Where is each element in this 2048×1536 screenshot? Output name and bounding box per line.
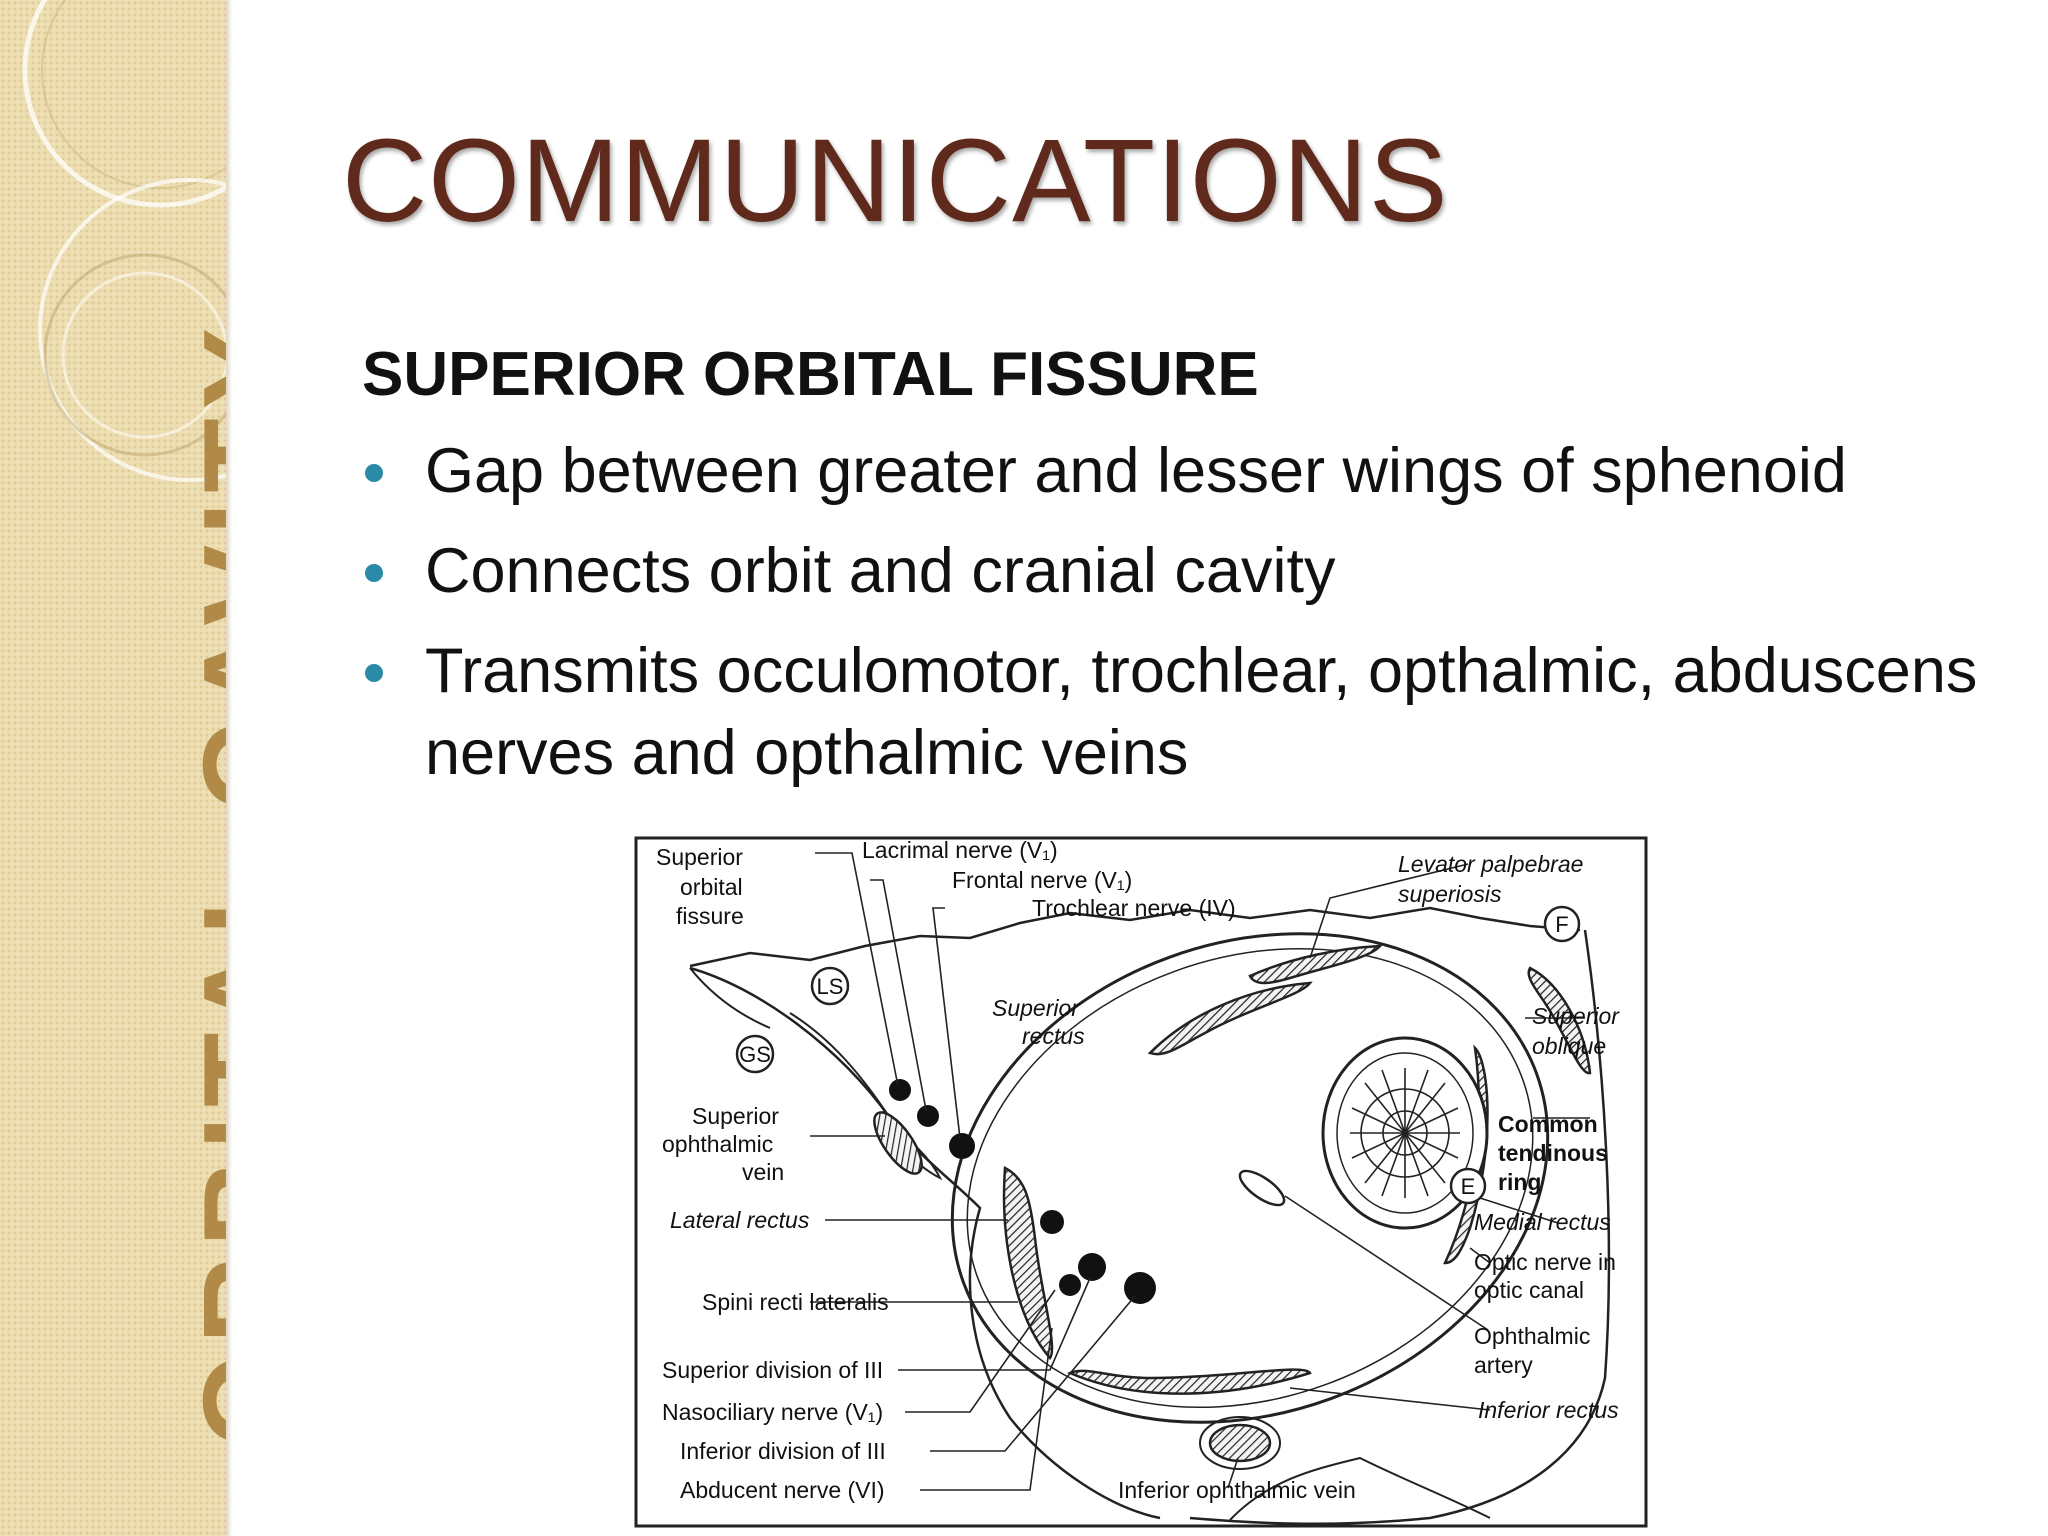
label-superior-ophthalmic-vein: Superior <box>692 1103 779 1129</box>
decorative-rings <box>22 0 226 482</box>
slide-title: COMMUNICATIONS <box>342 115 1449 247</box>
bullet-dot-icon <box>365 464 383 482</box>
bullet-item: Gap between greater and lesser wings of … <box>362 430 2012 512</box>
slide-subheading: SUPERIOR ORBITAL FISSURE <box>362 340 1259 409</box>
label-superior-ophthalmic-vein: vein <box>742 1159 784 1185</box>
common-tendinous-ring-shape <box>950 932 1550 1424</box>
label-inferior-division-iii: Inferior division of III <box>680 1438 886 1464</box>
label-superior-orbital-fissure: fissure <box>676 903 744 929</box>
sidebar-panel: ORBITAL CAVITY <box>0 0 226 1536</box>
sidebar-edge <box>226 0 232 1536</box>
inferior-ophthalmic-vein-shape <box>1208 1423 1272 1463</box>
label-abducent-nerve: Abducent nerve (VI) <box>680 1477 885 1503</box>
orbit-diagram-drawing: LS GS F E Superior <box>634 836 1648 1528</box>
bullet-dot-icon <box>365 664 383 682</box>
superior-oblique-shape <box>1527 966 1592 1075</box>
bullet-list: Gap between greater and lesser wings of … <box>362 430 2012 812</box>
label-lacrimal-nerve: Lacrimal nerve (V₁) <box>862 837 1058 863</box>
superior-rectus-shape <box>1147 981 1313 1056</box>
label-superior-rectus: Superior <box>992 995 1080 1021</box>
label-optic-nerve: Optic nerve in <box>1474 1249 1616 1275</box>
medial-wall-outline <box>1189 929 1611 1526</box>
label-trochlear-nerve: Trochlear nerve (IV) <box>1032 895 1236 921</box>
levator-shape <box>1248 944 1383 985</box>
optic-nerve-fibers <box>1350 1068 1460 1198</box>
marker-e: E <box>1461 1174 1476 1199</box>
label-superior-oblique: Superior <box>1532 1003 1620 1029</box>
label-common-tendinous-ring: Common <box>1498 1111 1598 1137</box>
label-superior-oblique: oblique <box>1532 1033 1606 1059</box>
bullet-text: Transmits occulomotor, trochlear, opthal… <box>425 636 1978 788</box>
bullet-item: Connects orbit and cranial cavity <box>362 530 2012 612</box>
ophthalmic-artery-shape <box>1238 1169 1286 1207</box>
sidebar-vertical-title: ORBITAL CAVITY <box>178 318 226 1448</box>
label-medial-rectus: Medial rectus <box>1474 1209 1611 1235</box>
label-inferior-ophthalmic-vein: Inferior ophthalmic vein <box>1118 1477 1356 1503</box>
label-spini-recti: Spini recti lateralis <box>702 1289 889 1315</box>
label-common-tendinous-ring: tendinous <box>1498 1140 1608 1166</box>
lateral-wall-outline <box>689 966 1161 1520</box>
label-superior-orbital-fissure: Superior <box>656 844 743 870</box>
label-lateral-rectus: Lateral rectus <box>670 1207 810 1233</box>
orbit-roof-outline <box>689 906 1581 968</box>
label-inferior-rectus: Inferior rectus <box>1478 1397 1619 1423</box>
bullet-text: Connects orbit and cranial cavity <box>425 536 1336 606</box>
inferior-rectus-shape <box>1066 1368 1312 1395</box>
label-superior-orbital-fissure: orbital <box>680 874 743 900</box>
label-superior-rectus: rectus <box>1022 1023 1085 1049</box>
label-frontal-nerve: Frontal nerve (V₁) <box>952 867 1132 893</box>
bullet-text: Gap between greater and lesser wings of … <box>425 436 1847 506</box>
orbit-floor-outline <box>1229 1456 1491 1521</box>
label-levator: Levator palpebrae <box>1398 851 1583 877</box>
leader-lines <box>810 852 1590 1491</box>
label-optic-nerve: optic canal <box>1474 1277 1584 1303</box>
label-nasociliary-nerve: Nasociliary nerve (V₁) <box>662 1399 883 1425</box>
marker-ls: LS <box>817 974 844 999</box>
label-ophthalmic-artery: Ophthalmic <box>1474 1323 1590 1349</box>
label-superior-division-iii: Superior division of III <box>662 1357 883 1383</box>
label-ophthalmic-artery: artery <box>1474 1352 1533 1378</box>
superior-ophthalmic-vein-shape <box>873 1111 923 1175</box>
fissure-edge <box>789 1012 891 1119</box>
orbit-diagram: LS GS F E Superior <box>630 818 1656 1530</box>
bullet-dot-icon <box>365 564 383 582</box>
label-levator: superiosis <box>1398 881 1502 907</box>
fissure-edge <box>689 967 771 1029</box>
marker-f: F <box>1555 912 1568 937</box>
label-common-tendinous-ring: ring <box>1498 1169 1541 1195</box>
marker-gs: GS <box>739 1042 771 1067</box>
bullet-item: Transmits occulomotor, trochlear, opthal… <box>362 630 2012 794</box>
nerve-dots <box>889 1079 1156 1304</box>
label-superior-ophthalmic-vein: ophthalmic <box>662 1131 773 1157</box>
